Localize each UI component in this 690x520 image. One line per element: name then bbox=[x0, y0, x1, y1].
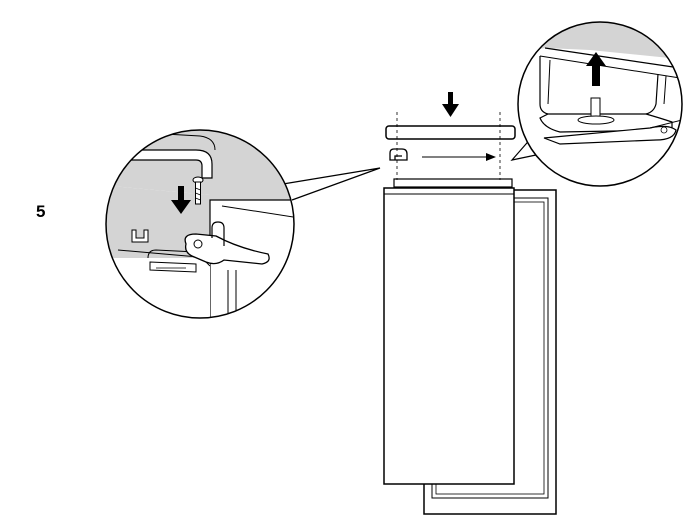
right-arrow-icon bbox=[422, 153, 496, 161]
left-detail-view bbox=[105, 129, 295, 319]
step-number: 5 bbox=[36, 202, 46, 221]
screw-icon bbox=[192, 176, 204, 205]
up-arrow-icon bbox=[586, 52, 606, 86]
door-top-edge bbox=[393, 178, 513, 188]
hinge-bracket-icon bbox=[389, 148, 408, 161]
front-door-panel bbox=[383, 187, 515, 485]
right-detail-view bbox=[517, 21, 683, 187]
door-top-cover bbox=[385, 125, 516, 140]
down-arrow-icon bbox=[442, 92, 459, 117]
screw-down-arrow-icon bbox=[171, 186, 191, 214]
alignment-guides bbox=[396, 112, 501, 180]
left-callout-pointer bbox=[282, 167, 381, 201]
